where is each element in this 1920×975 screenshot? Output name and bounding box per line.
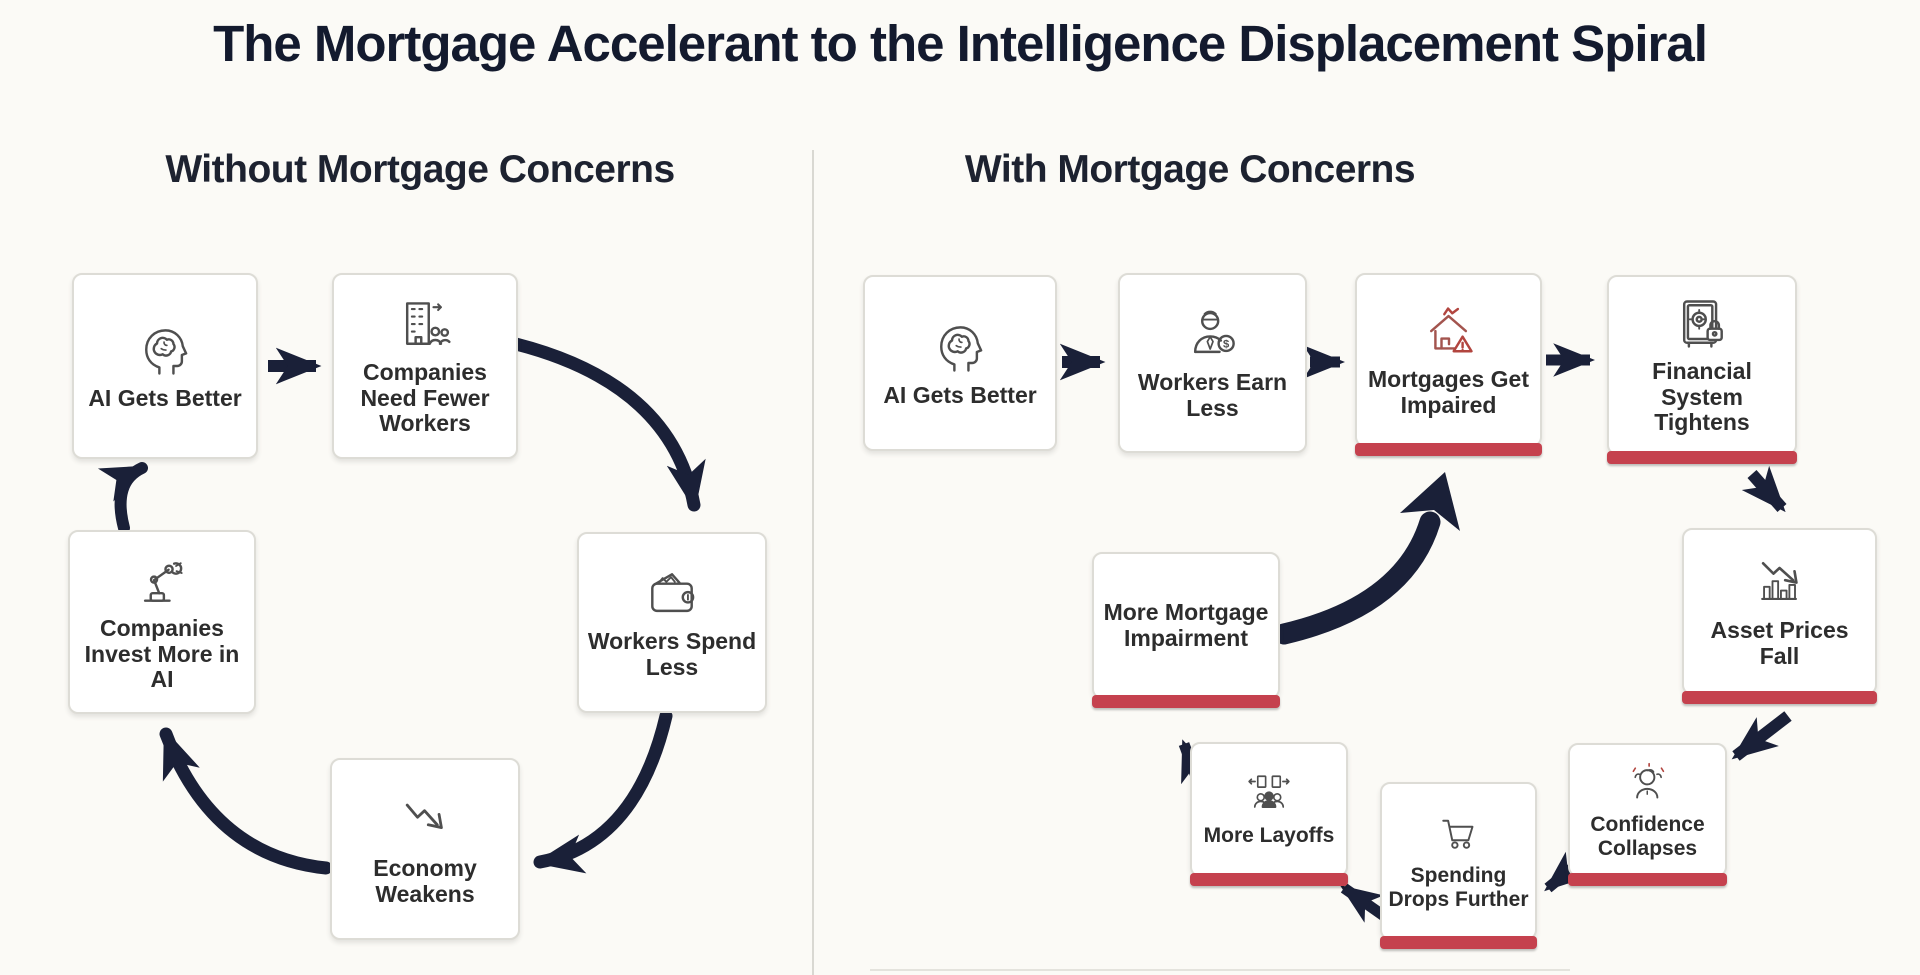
node-label: AI Gets Better [883, 381, 1037, 408]
arrow-financial-to-assets [1741, 465, 1787, 513]
panel-divider [812, 150, 814, 975]
node-financial-system-tightens: Financial System Tightens [1607, 275, 1797, 464]
node-ai-gets-better-left: AI Gets Better [72, 273, 258, 459]
arrow-spending-to-layoffs [1339, 883, 1388, 923]
declining-arrow-icon [405, 803, 443, 829]
worker-coin-icon: $ [1193, 310, 1235, 353]
svg-text:$: $ [1222, 338, 1229, 350]
node-label: Mortgages Get Impaired [1367, 365, 1530, 418]
node-companies-invest-more-in-ai: Companies Invest More in AI [68, 530, 256, 714]
arrow-companies-to-spendless [509, 337, 706, 512]
wallet-icon [651, 573, 695, 613]
arrow-spendless-to-economy [533, 709, 673, 874]
falling-chart-icon [1760, 562, 1798, 601]
page-title: The Mortgage Accelerant to the Intellige… [213, 15, 1708, 72]
arrow-economy-to-invest [159, 727, 333, 875]
right-panel-heading: With Mortgage Concerns [964, 148, 1416, 191]
node-label: Economy Weakens [373, 854, 477, 907]
node-label: Companies Need Fewer Workers [360, 358, 490, 437]
impaired-bar [1355, 443, 1542, 456]
impaired-bar [1190, 873, 1348, 886]
impaired-bar [1380, 936, 1537, 949]
bottom-hairline [870, 969, 1570, 971]
arrow-impairment-to-mortgages [1273, 511, 1441, 645]
node-label: More Mortgage Impairment [1103, 598, 1269, 651]
impaired-bar [1607, 451, 1797, 464]
locked-vault-icon [1682, 300, 1723, 348]
ai-brain-head-icon [940, 325, 983, 372]
node-ai-gets-better-right: AI Gets Better [863, 275, 1057, 451]
arrow-assets-to-confidence [1731, 711, 1792, 761]
stressed-person-icon [1632, 762, 1664, 799]
left-panel-heading: Without Mortgage Concerns [165, 148, 675, 191]
node-label: Financial System Tightens [1652, 357, 1752, 436]
impaired-bar [1092, 695, 1280, 708]
impaired-bar [1568, 873, 1727, 886]
node-confidence-collapses: Confidence Collapses [1568, 743, 1727, 886]
damaged-house-icon [1429, 307, 1473, 353]
node-workers-spend-less: Workers Spend Less [577, 532, 767, 713]
node-label: AI Gets Better [88, 384, 242, 411]
shopping-cart-icon [1441, 819, 1473, 849]
node-companies-need-fewer-workers: Companies Need Fewer Workers [332, 273, 518, 459]
node-label: Workers Earn Less [1137, 368, 1288, 421]
impaired-bar [1682, 691, 1877, 704]
node-spending-drops-further: Spending Drops Further [1380, 782, 1537, 949]
node-label: Asset Prices Fall [1710, 617, 1849, 669]
node-label: Confidence Collapses [1590, 812, 1705, 860]
people-exit-icon [1248, 775, 1290, 809]
company-building-icon [405, 302, 451, 345]
ai-brain-head-icon [145, 328, 188, 375]
arrow-impairment-to-mortgages-head [1400, 472, 1460, 531]
node-more-layoffs: More Layoffs [1190, 742, 1348, 886]
node-label: Workers Spend Less [587, 628, 757, 680]
node-label: Spending Drops Further [1388, 863, 1529, 911]
node-mortgages-get-impaired: Mortgages Get Impaired [1355, 273, 1542, 456]
node-asset-prices-fall: Asset Prices Fall [1682, 528, 1877, 704]
robot-arm-icon [143, 562, 183, 602]
node-label: Companies Invest More in AI [84, 614, 240, 693]
node-economy-weakens: Economy Weakens [330, 758, 520, 940]
arrow-invest-to-ai [97, 462, 148, 534]
node-workers-earn-less: $ Workers Earn Less [1118, 273, 1307, 453]
node-label: More Layoffs [1203, 824, 1335, 848]
node-more-mortgage-impairment: More Mortgage Impairment [1092, 552, 1280, 708]
